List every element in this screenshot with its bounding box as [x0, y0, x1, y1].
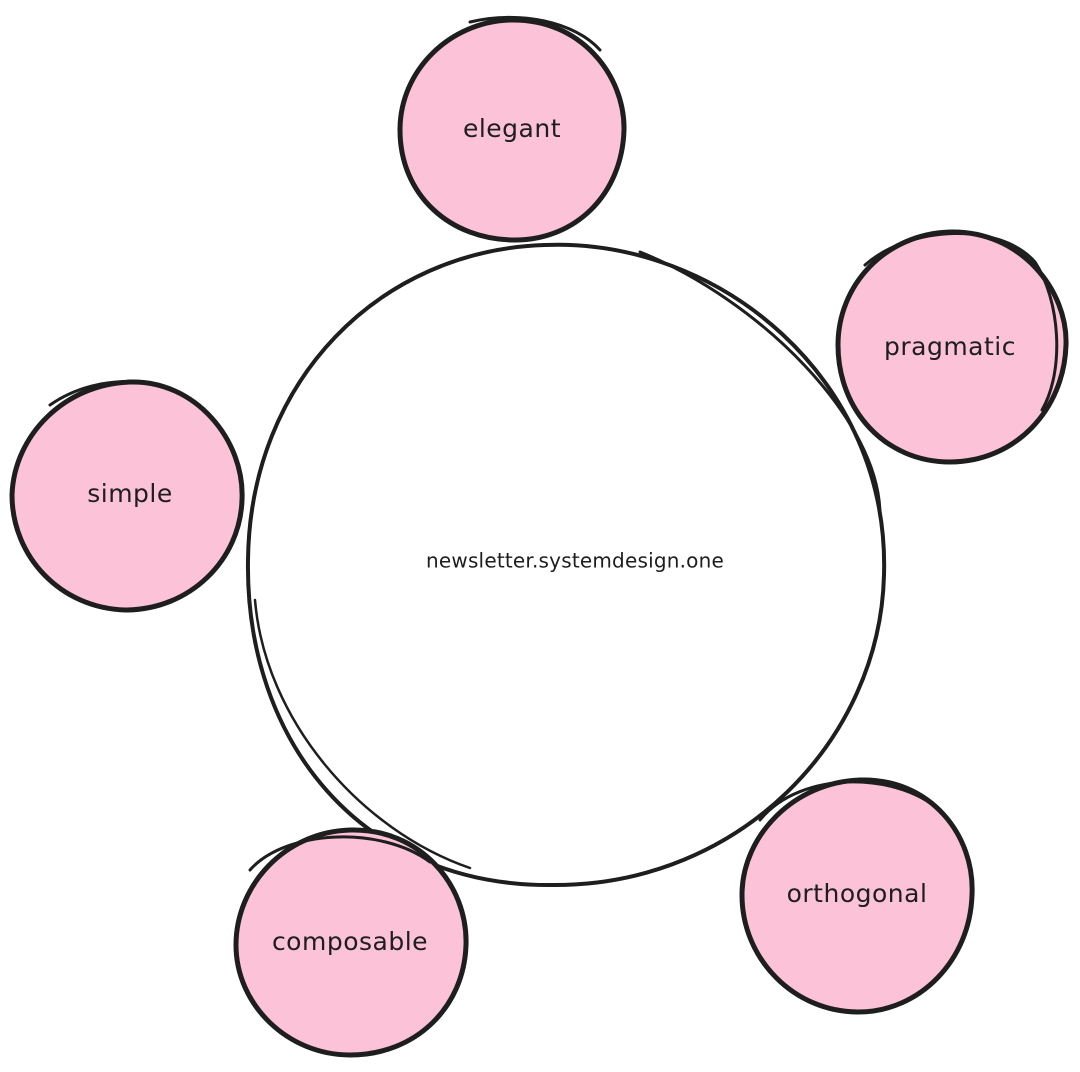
satellite-node-pragmatic: pragmatic — [835, 229, 1069, 465]
satellite-node-elegant: elegant — [397, 15, 627, 243]
satellite-node-orthogonal: orthogonal — [739, 777, 975, 1015]
satellite-label-elegant: elegant — [463, 114, 561, 143]
center-node: newsletter.systemdesign.one — [245, 242, 887, 888]
satellite-label-composable: composable — [272, 927, 428, 956]
satellite-node-simple: simple — [9, 379, 245, 613]
satellite-label-simple: simple — [87, 479, 173, 508]
center-label: newsletter.systemdesign.one — [426, 549, 724, 573]
satellite-label-orthogonal: orthogonal — [787, 879, 928, 908]
satellite-label-pragmatic: pragmatic — [884, 332, 1016, 361]
satellite-node-composable: composable — [233, 827, 469, 1058]
